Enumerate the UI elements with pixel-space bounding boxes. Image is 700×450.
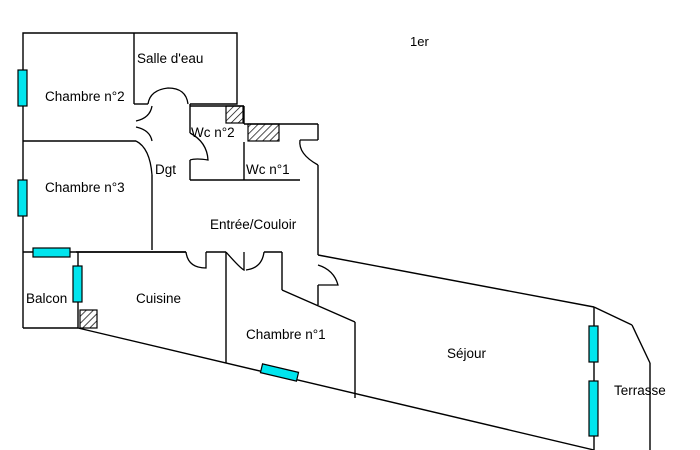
duct-salle-deau	[225, 105, 244, 124]
room-label-wc-1: Wc n°1	[246, 162, 290, 177]
room-label-dgt: Dgt	[155, 162, 176, 177]
window-sejour-top	[588, 325, 599, 363]
room-label-salle-deau: Salle d'eau	[137, 51, 203, 66]
doors	[135, 87, 339, 286]
windows	[17, 69, 599, 437]
window-sejour-bottom	[588, 380, 599, 437]
room-label-balcon: Balcon	[26, 291, 67, 306]
door-chambre-1-a	[225, 251, 245, 272]
door-cuisine	[185, 251, 207, 269]
door-wc-2	[189, 132, 209, 161]
room-label-chambre-2: Chambre n°2	[45, 89, 125, 104]
door-chambre-2	[135, 105, 153, 122]
duct-balcon	[79, 309, 98, 329]
room-label-wc-2: Wc n°2	[191, 125, 235, 140]
window-chambre-2	[17, 69, 28, 107]
window-balcon-side	[72, 265, 83, 303]
door-wc-1	[299, 139, 319, 166]
window-chambre-1	[259, 363, 300, 382]
window-balcon-top	[32, 247, 71, 258]
door-salle-deau	[147, 87, 189, 105]
room-label-chambre-3: Chambre n°3	[45, 180, 125, 195]
door-chambre-1-b	[245, 251, 265, 271]
labels: 1er Salle d'eau Chambre n°2 Wc n°2 Dgt W…	[26, 34, 666, 398]
ducts	[79, 105, 280, 329]
floor-label: 1er	[410, 34, 429, 49]
door-chambre-3	[135, 126, 153, 142]
room-label-cuisine: Cuisine	[136, 291, 181, 306]
room-label-terrasse: Terrasse	[614, 383, 666, 398]
door-dgt-a	[135, 140, 153, 176]
window-chambre-3	[17, 179, 28, 217]
room-label-chambre-1: Chambre n°1	[246, 327, 326, 342]
duct-wc	[247, 123, 280, 142]
room-label-sejour: Séjour	[447, 346, 487, 361]
door-sejour	[317, 264, 339, 286]
room-label-entree-couloir: Entrée/Couloir	[210, 217, 297, 232]
